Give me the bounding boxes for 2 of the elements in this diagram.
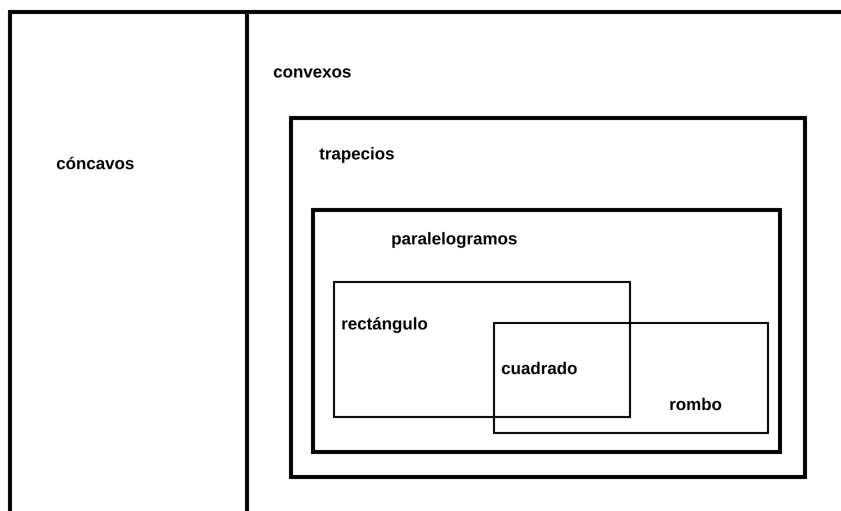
region-panel: cóncavos [8,10,249,511]
set-label: cuadrado [502,362,577,374]
